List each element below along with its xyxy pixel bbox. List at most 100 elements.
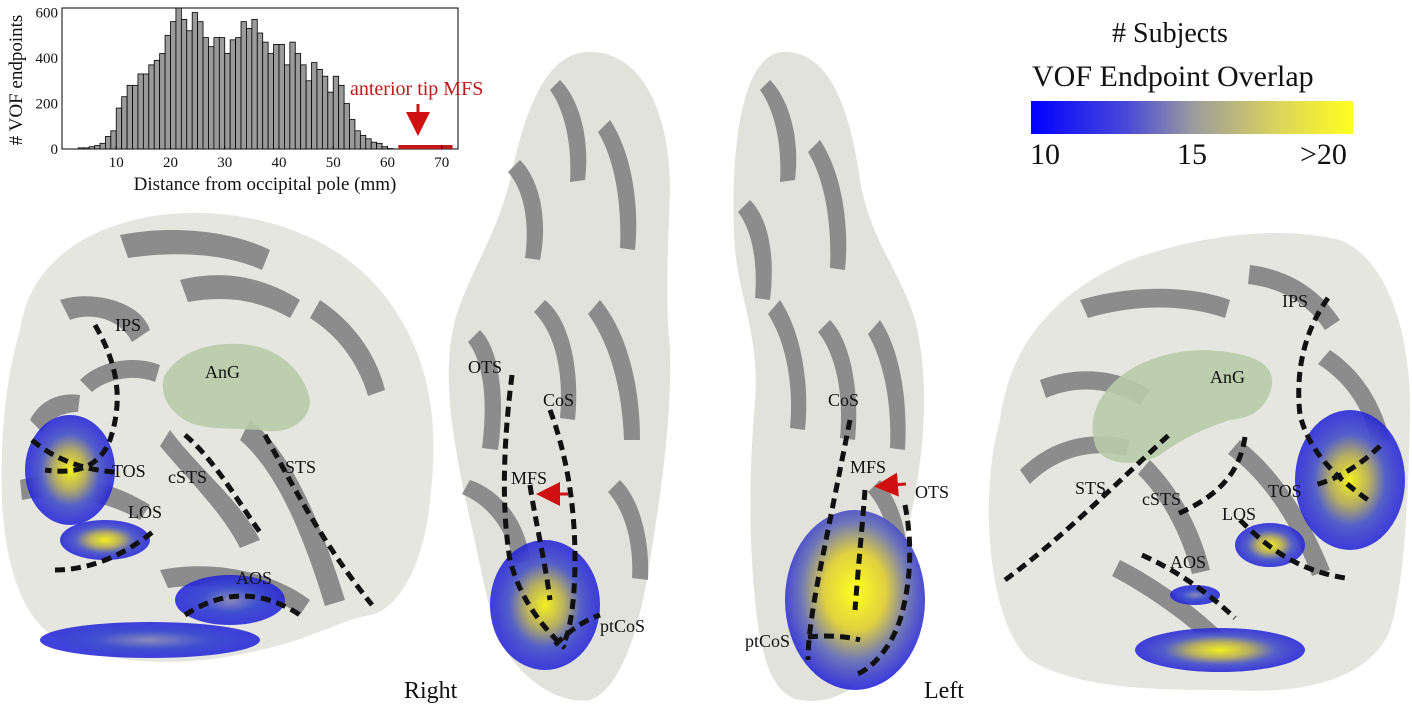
histogram-bar — [192, 13, 197, 149]
histogram-bar — [274, 44, 279, 149]
histogram-bar — [263, 42, 268, 149]
y-tick-label: 600 — [36, 6, 59, 22]
histogram-bar — [127, 85, 132, 149]
histogram-bar — [143, 74, 148, 149]
legend-tick-15: 15 — [1177, 138, 1207, 172]
histogram-bar — [306, 81, 311, 149]
legend-tick-10: 10 — [1030, 138, 1060, 172]
label-tos: TOS — [1268, 481, 1302, 501]
x-tick-label: 20 — [163, 155, 178, 171]
histogram-bar — [339, 85, 344, 149]
brain-left-lateral: IPS AnG STS cSTS TOS LOS AOS — [989, 233, 1410, 691]
histogram-bars — [78, 8, 393, 149]
histogram-bar — [377, 143, 382, 149]
y-axis-label: # VOF endpoints — [6, 15, 27, 146]
label-tos: TOS — [112, 461, 146, 481]
histogram-bar — [89, 147, 94, 149]
label-ips: IPS — [1282, 291, 1308, 311]
histogram-bar — [176, 8, 181, 149]
label-ips: IPS — [115, 315, 141, 335]
x-axis-label: Distance from occipital pole (mm) — [134, 174, 397, 195]
heatmap-ventral-edge — [1135, 628, 1305, 672]
histogram-bar — [105, 136, 110, 149]
histogram-bar — [371, 142, 376, 149]
histogram-bar — [78, 148, 83, 149]
label-cos: CoS — [828, 390, 859, 410]
histogram-bar — [301, 65, 306, 149]
colorbar — [1031, 101, 1353, 134]
histogram-bar — [84, 148, 89, 149]
heatmap-ventral-edge — [40, 622, 260, 658]
histogram-bar — [382, 147, 387, 149]
x-tick-label: 40 — [271, 155, 286, 171]
legend-title-line2: VOF Endpoint Overlap — [1032, 60, 1314, 94]
x-tick-label: 10 — [109, 155, 124, 171]
histogram-bar — [95, 146, 100, 149]
brain-right-lateral: IPS AnG TOS cSTS STS LOS AOS — [2, 213, 434, 662]
histogram-bar — [187, 31, 192, 149]
histogram-bar — [208, 47, 213, 149]
histogram-bar — [284, 65, 289, 149]
annotation-anterior-tip-mfs: anterior tip MFS — [350, 78, 483, 100]
histogram-bar — [241, 22, 246, 149]
histogram-bar — [170, 22, 175, 149]
label-ots: OTS — [915, 482, 949, 502]
legend-tick-20plus: >20 — [1300, 138, 1347, 172]
heatmap-ventral — [490, 540, 600, 670]
brain-left-ventral: CoS MFS OTS ptCoS Left — [733, 52, 964, 704]
y-tick-label: 400 — [36, 51, 59, 67]
histogram-bar — [181, 19, 186, 149]
label-ang: AnG — [1210, 367, 1245, 387]
histogram-bar — [165, 35, 170, 149]
label-aos: AOS — [1170, 552, 1206, 572]
histogram-bar — [322, 76, 327, 149]
label-ptcos: ptCoS — [745, 631, 790, 651]
histogram-bar — [257, 33, 262, 149]
heatmap-tos — [25, 415, 115, 525]
histogram-bar — [149, 65, 154, 149]
histogram-bar — [252, 19, 257, 149]
histogram-bar — [344, 104, 349, 149]
histogram-bar — [203, 38, 208, 149]
histogram-bar — [133, 85, 138, 149]
label-csts: cSTS — [1142, 489, 1181, 509]
label-sts: STS — [285, 457, 316, 477]
label-cos: CoS — [543, 390, 574, 410]
histogram-bar — [350, 119, 355, 149]
histogram-bar — [246, 28, 251, 149]
histogram-bar — [100, 143, 105, 149]
x-tick-label: 70 — [434, 155, 449, 171]
histogram-bar — [312, 63, 317, 149]
histogram-bar — [317, 69, 322, 149]
histogram-bar — [111, 131, 116, 149]
histogram-bar — [279, 44, 284, 149]
histogram-bar — [366, 139, 371, 149]
label-ots: OTS — [468, 357, 502, 377]
y-tick-label: 0 — [51, 142, 59, 158]
histogram-bar — [290, 42, 295, 149]
brain-right-ventral: OTS CoS MFS ptCoS Right — [404, 52, 670, 704]
histogram-bar — [236, 38, 241, 149]
heatmap-tos — [1295, 410, 1405, 550]
x-tick-label: 30 — [217, 155, 232, 171]
histogram-bar — [160, 53, 165, 149]
histogram-bar — [268, 53, 273, 149]
histogram-bar — [122, 97, 127, 149]
histogram-bar — [328, 92, 333, 149]
label-hemisphere-left: Left — [924, 678, 964, 704]
histogram-bar — [138, 74, 143, 149]
x-tick-label: 50 — [326, 155, 341, 171]
heatmap-los — [60, 520, 150, 560]
label-csts: cSTS — [168, 467, 207, 487]
label-hemisphere-right: Right — [404, 678, 458, 704]
mfs-arrow — [880, 484, 906, 486]
histogram-bar — [333, 76, 338, 149]
histogram-bar — [355, 131, 360, 149]
histogram-bar — [230, 40, 235, 149]
histogram-bar — [295, 53, 300, 149]
heatmap-aos — [1170, 585, 1220, 605]
